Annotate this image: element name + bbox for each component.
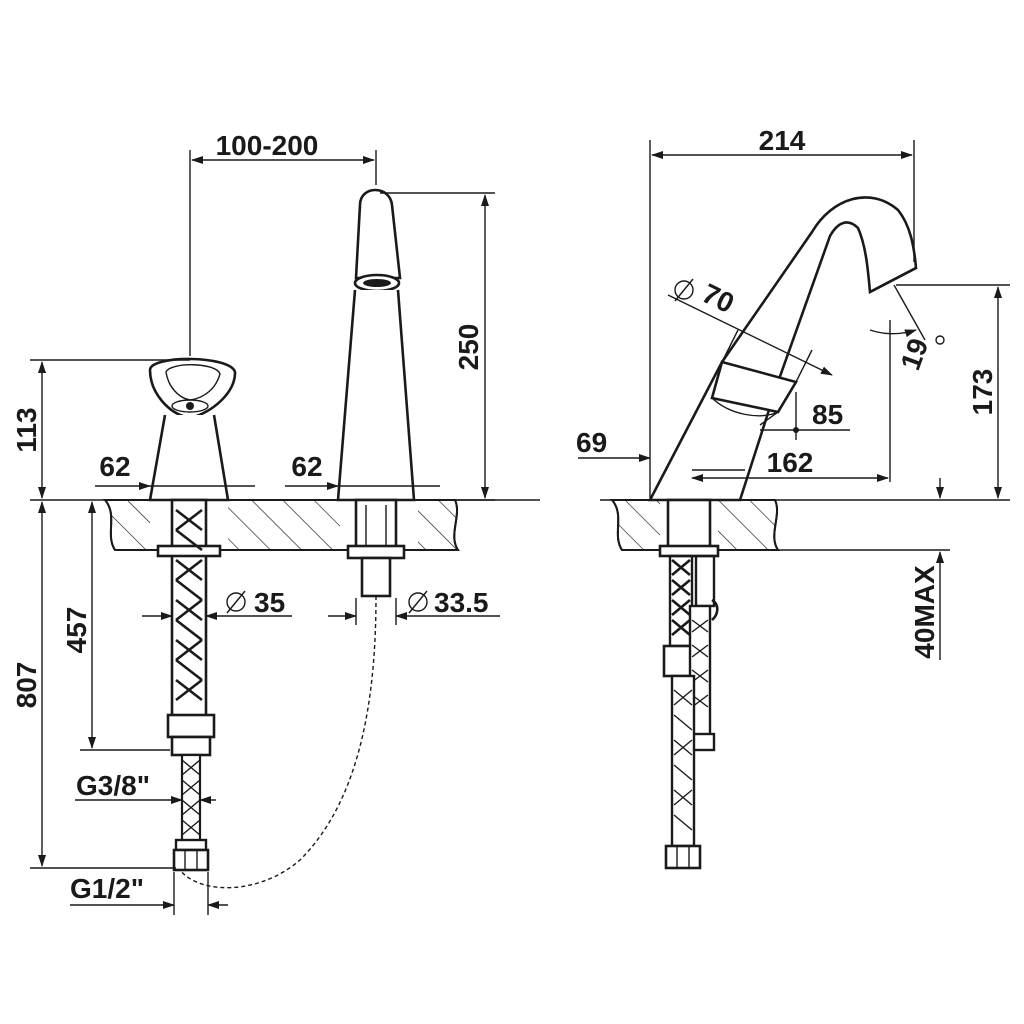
dim-thread-large: G1/2" [70,872,228,915]
dim-hole-right-label: 33.5 [434,587,489,618]
dim-85-label: 85 [812,399,843,430]
dim-reach-label: 214 [759,125,806,156]
dim-angle: 19 [869,284,945,374]
dim-handle-base: 62 [95,451,255,490]
degree-symbol [935,335,945,345]
dim-thread-small: G3/8" [75,770,216,804]
dim-162: 162 [691,320,891,482]
countertop-left [30,499,540,551]
front-view: 100-200 250 113 62 62 [11,130,540,915]
dim-deck-max: 40MAX [909,478,944,660]
dim-hole-left-label: 35 [254,587,285,618]
dim-85: 85 [760,392,850,440]
spout-body [336,188,416,502]
dim-spout-height-label: 250 [453,324,484,371]
dim-total-length-label: 807 [11,662,42,709]
faucet-side-body [647,196,918,502]
dim-69-label: 69 [576,427,607,458]
dim-handle-height: 113 [11,359,190,499]
left-shank [156,498,222,872]
dim-spout-base: 62 [285,451,440,490]
dim-spacing: 100-200 [189,130,377,356]
dim-deck-max-label: 40MAX [909,565,940,659]
dim-hose-length-label: 457 [61,607,92,654]
dim-handle-base-label: 62 [99,451,130,482]
dim-69: 69 [576,427,651,462]
dim-thread-large-label: G1/2" [70,873,144,904]
dim-162-label: 162 [767,447,814,478]
side-view: 214 70 19 173 85 [576,125,1010,870]
dim-total-length: 807 [11,501,176,869]
dim-hose-length: 457 [61,501,170,751]
spout-shank [179,498,406,889]
handle-body [148,357,237,502]
dim-handle-height-label: 113 [11,407,42,452]
side-shanks [658,498,720,870]
dim-hole-right: 33.5 [328,587,500,625]
dim-thread-small-label: G3/8" [76,770,150,801]
countertop-right [600,499,1010,551]
dim-outlet-height: 173 [896,284,1010,499]
dim-reach: 214 [649,125,915,498]
dim-spout-base-label: 62 [291,451,322,482]
dim-spout-height: 250 [380,192,495,501]
dim-hole-left: 35 [142,587,292,620]
dim-outlet-height-label: 173 [967,369,998,416]
dim-spacing-label: 100-200 [216,130,319,161]
dim-angle-label: 19 [895,334,935,374]
